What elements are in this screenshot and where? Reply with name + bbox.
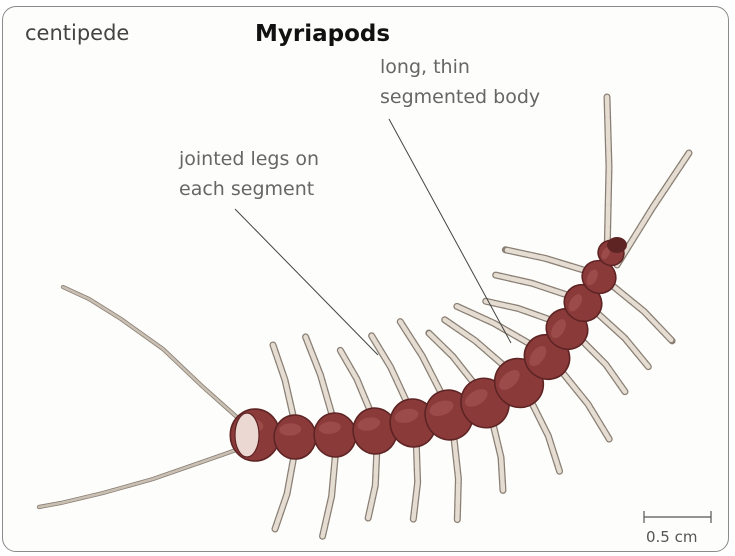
annotation-jointed-legs: jointed legs on each segment: [179, 144, 319, 204]
annotation-segmented-body: long, thin segmented body: [380, 52, 540, 112]
antennae: [39, 287, 239, 507]
figure-title: Myriapods: [255, 21, 390, 47]
body-segment: [273, 414, 317, 460]
annotation-line: jointed legs on: [179, 144, 319, 174]
antenna-lower: [39, 449, 239, 507]
annotation-line: each segment: [179, 174, 319, 204]
corner-label: centipede: [25, 21, 129, 45]
scale-bar: [644, 511, 711, 523]
legs: [273, 97, 689, 536]
antenna-upper: [63, 287, 239, 419]
centipede-illustration: [3, 7, 729, 552]
body-segments: [229, 236, 628, 462]
head: [607, 237, 627, 253]
leader-line-legs: [235, 209, 378, 355]
annotation-line: long, thin: [380, 52, 540, 82]
tail-plate: [235, 413, 259, 457]
diagram-card: centipede Myriapods long, thin segmented…: [2, 6, 729, 552]
body-segment: [312, 411, 358, 459]
leader-line-body: [389, 119, 511, 343]
annotation-line: segmented body: [380, 82, 540, 112]
scale-label: 0.5 cm: [646, 528, 697, 546]
